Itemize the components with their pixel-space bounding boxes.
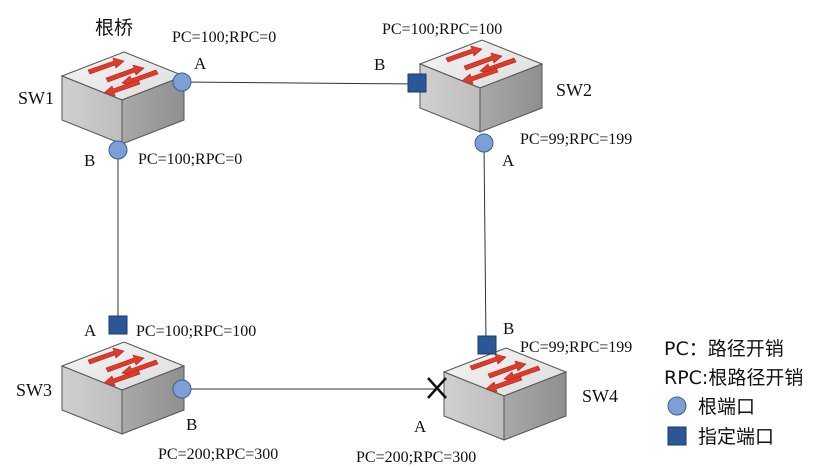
link-sw2-sw4 [483, 143, 487, 345]
root-bridge-label: 根桥 [95, 17, 133, 39]
sw3-port-b-root-port-icon [172, 379, 192, 399]
sw1-port-a-cost: PC=100;RPC=0 [172, 29, 276, 46]
legend-designated-port-icon [667, 426, 687, 446]
legend-root-port-label: 根端口 [698, 396, 755, 418]
sw4-port-a-letter: A [414, 417, 427, 436]
sw1-port-b-cost: PC=100;RPC=0 [138, 151, 242, 168]
legend: PC：路径开销 RPC:根路径开销 根端口 指定端口 [664, 338, 803, 448]
switch-sw3 [61, 341, 185, 435]
sw3-port-b-cost: PC=200;RPC=300 [158, 446, 278, 463]
sw4-port-b-cost: PC=99;RPC=199 [520, 339, 632, 356]
links [117, 81, 487, 390]
legend-designated-port-label: 指定端口 [698, 426, 774, 448]
sw3-port-a-letter: A [84, 321, 97, 340]
sw1-port-b-root-port-icon [108, 140, 128, 160]
sw2-port-b-cost: PC=100;RPC=100 [382, 21, 502, 38]
legend-root-port-icon [667, 396, 687, 416]
sw2-port-b-designated-port-icon [407, 73, 427, 93]
sw4-name: SW4 [582, 386, 618, 406]
sw1-port-a-letter: A [194, 54, 207, 73]
sw1-name: SW1 [18, 88, 54, 108]
legend-pc: PC：路径开销 [664, 338, 784, 360]
sw3-port-b-letter: B [186, 415, 197, 434]
switch-sw1 [61, 51, 185, 145]
link-sw1-sw2 [181, 81, 419, 85]
sw4-port-b-designated-port-icon [477, 335, 497, 355]
switch-sw2 [419, 39, 543, 133]
sw2-port-a-root-port-icon [474, 133, 494, 153]
switch-sw4 [443, 347, 567, 441]
sw2-port-a-letter: A [502, 151, 515, 170]
sw2-name: SW2 [556, 80, 592, 100]
sw4-port-b-letter: B [503, 319, 514, 338]
sw2-port-a-cost: PC=99;RPC=199 [520, 131, 632, 148]
blocked-port-x-icon [427, 377, 447, 399]
sw3-port-a-cost: PC=100;RPC=100 [136, 323, 256, 340]
sw3-port-a-designated-port-icon [108, 315, 128, 335]
sw1-port-b-letter: B [84, 151, 95, 170]
sw4-port-a-cost: PC=200;RPC=300 [356, 449, 476, 466]
sw2-port-b-letter: B [374, 55, 385, 74]
sw3-name: SW3 [16, 380, 52, 400]
legend-rpc: RPC:根路径开销 [664, 367, 803, 389]
sw1-port-a-root-port-icon [172, 72, 192, 92]
